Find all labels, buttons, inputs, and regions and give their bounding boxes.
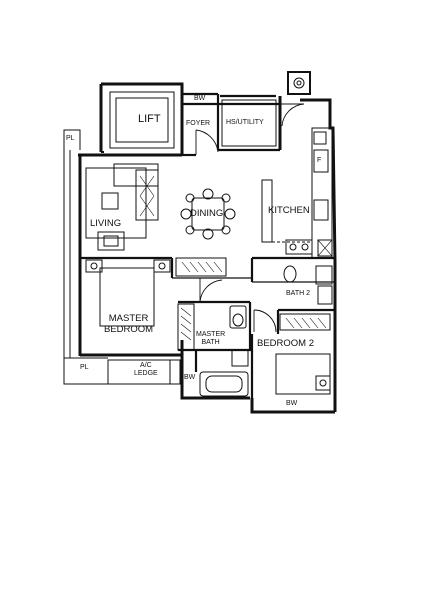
fridge-label: F xyxy=(317,157,322,164)
ac-ledge xyxy=(107,359,181,385)
lift-label: LIFT xyxy=(138,113,161,125)
ac-ledge-label-line2: LEDGE xyxy=(134,370,158,378)
dining-table xyxy=(180,188,236,240)
ac-ledge-label-line1: A/C xyxy=(140,362,152,369)
master-wardrobe xyxy=(175,257,227,351)
bedroom-2-furniture xyxy=(275,313,331,395)
living-label: LIVING xyxy=(90,218,122,229)
bay-window-left-label: BW xyxy=(184,374,196,381)
master-bedroom-bed xyxy=(85,259,171,327)
kitchen-counters xyxy=(261,127,333,259)
planter-top-label: PL xyxy=(66,135,75,142)
master-bath-label-line1: MASTER xyxy=(196,331,226,338)
bath-2-fixtures xyxy=(283,265,333,305)
living-sofa xyxy=(85,163,159,251)
bay-window-top-label: BW xyxy=(194,95,206,102)
planter-bottom-label: PL xyxy=(80,364,89,371)
refuse-chute xyxy=(287,71,311,95)
ac-ledge-label: A/C LEDGE xyxy=(134,362,158,378)
hs-utility-room xyxy=(221,99,277,147)
master-bedroom-label: MASTER BEDROOM xyxy=(104,313,154,336)
foyer-label: FOYER xyxy=(186,120,211,127)
master-bath-label: MASTER BATH xyxy=(196,331,225,347)
dining-label: DINING xyxy=(190,208,224,219)
master-bath-fixtures xyxy=(199,305,249,397)
bay-window-bottom-label: BW xyxy=(286,400,298,407)
kitchen-label: KITCHEN xyxy=(268,205,310,216)
door-swings xyxy=(195,103,330,333)
master-bedroom-label-line1: MASTER xyxy=(108,313,149,324)
master-bedroom-label-line2: BEDROOM xyxy=(104,323,154,335)
bedroom-2-label: BEDROOM 2 xyxy=(257,338,315,349)
bath-2-label: BATH 2 xyxy=(286,290,310,297)
hs-utility-label: HS/UTILITY xyxy=(226,119,264,126)
master-bath-label-line2: BATH xyxy=(201,339,220,347)
lift-shaft xyxy=(109,91,175,149)
